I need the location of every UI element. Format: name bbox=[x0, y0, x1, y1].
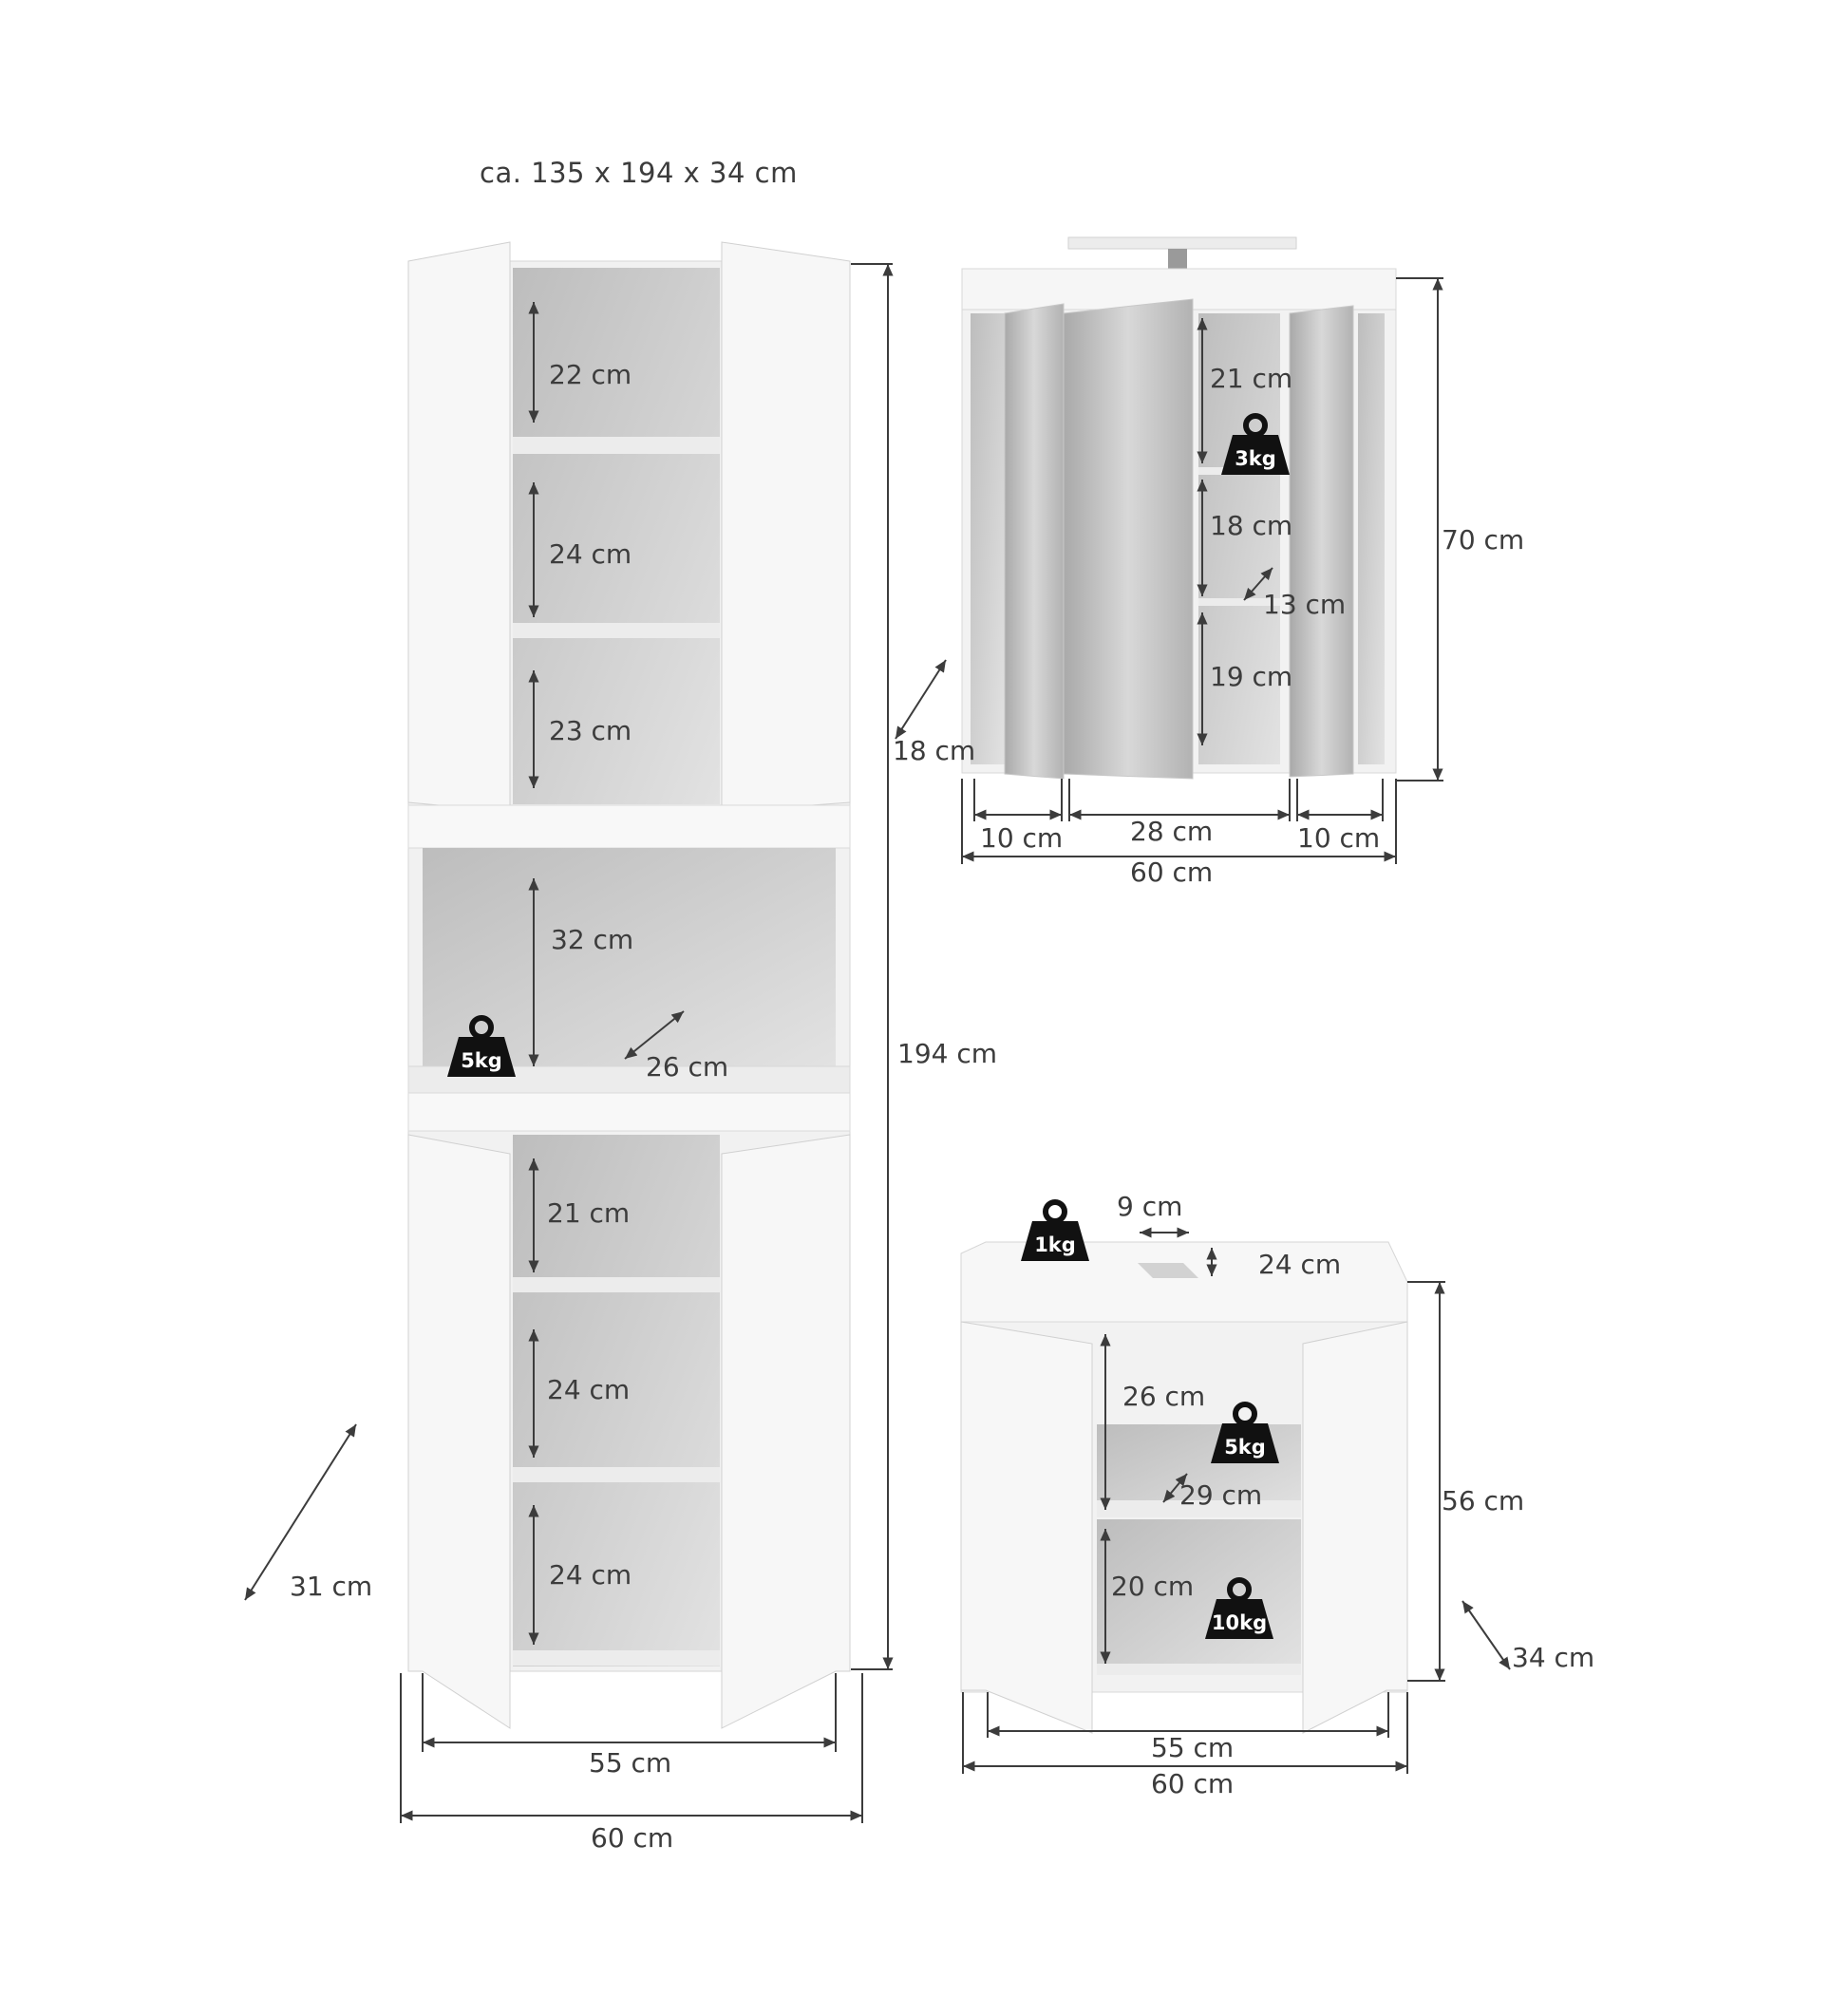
mirror-shelf-2 bbox=[1198, 598, 1280, 606]
label-mirror-28: 28 cm bbox=[1130, 816, 1213, 847]
weight-icon-vanity-1kg: 1kg bbox=[1021, 1202, 1089, 1261]
vanity-unit bbox=[960, 1241, 1408, 1734]
label-vanity-20: 20 cm bbox=[1111, 1571, 1194, 1602]
label-tall-23: 23 cm bbox=[549, 715, 632, 746]
vanity-right-door bbox=[1302, 1321, 1408, 1734]
mirror-cabinet-labels: 21 cm 18 cm 19 cm 13 cm 70 cm 18 cm 10 c… bbox=[893, 363, 1524, 888]
label-mirror-13: 13 cm bbox=[1263, 589, 1346, 620]
label-mirror-10-left: 10 cm bbox=[980, 822, 1063, 854]
tall-cabinet-dimensions bbox=[244, 263, 894, 1823]
label-tall-26: 26 cm bbox=[646, 1051, 728, 1083]
label-vanity-9: 9 cm bbox=[1117, 1191, 1182, 1222]
tall-lower-band bbox=[407, 1092, 851, 1132]
label-tall-24c: 24 cm bbox=[549, 1559, 632, 1591]
overall-dimensions: ca. 135 x 194 x 34 cm bbox=[480, 157, 798, 189]
weight-icon-vanity-10kg: 10kg bbox=[1205, 1580, 1273, 1639]
dim-mirror-18-depth bbox=[895, 659, 947, 740]
tall-lower-interior bbox=[513, 1135, 720, 1666]
vanity-bottom-shelf bbox=[1097, 1664, 1301, 1675]
mirror-right-door bbox=[1289, 305, 1354, 778]
label-vanity-34: 34 cm bbox=[1512, 1642, 1594, 1673]
label-vanity-60: 60 cm bbox=[1151, 1768, 1234, 1799]
label-vanity-5kg: 5kg bbox=[1224, 1436, 1266, 1459]
dim-tall-31 bbox=[244, 1423, 357, 1601]
dim-vanity-29 bbox=[1162, 1473, 1188, 1503]
tall-middle-band bbox=[407, 804, 851, 849]
tall-lower-left-door bbox=[407, 1134, 511, 1729]
label-mirror-21: 21 cm bbox=[1210, 363, 1292, 394]
label-vanity-10kg: 10kg bbox=[1212, 1611, 1267, 1634]
tall-upper-right-door bbox=[721, 241, 851, 813]
label-tall-32: 32 cm bbox=[551, 924, 633, 955]
tall-upper-interior bbox=[513, 268, 720, 804]
mirror-left-door bbox=[1004, 303, 1065, 780]
label-vanity-29: 29 cm bbox=[1179, 1479, 1262, 1511]
dim-vanity-34 bbox=[1461, 1600, 1511, 1670]
vanity-left-door bbox=[960, 1321, 1093, 1734]
weight-icon-vanity-5kg: 5kg bbox=[1211, 1404, 1279, 1463]
dim-tall-26 bbox=[624, 1010, 685, 1060]
label-mirror-10-right: 10 cm bbox=[1297, 822, 1380, 854]
label-tall-31: 31 cm bbox=[290, 1571, 372, 1602]
label-tall-21: 21 cm bbox=[547, 1197, 630, 1229]
label-mirror-18-depth: 18 cm bbox=[893, 735, 975, 766]
tall-cabinet bbox=[407, 241, 851, 1729]
mirror-cabinet bbox=[961, 236, 1397, 780]
label-mirror-3kg: 3kg bbox=[1235, 447, 1276, 470]
mirror-lamp-mount bbox=[1168, 249, 1187, 270]
tall-lower-right-door bbox=[721, 1134, 851, 1729]
label-tall-5kg: 5kg bbox=[461, 1049, 502, 1072]
vanity-shelf bbox=[1097, 1500, 1301, 1517]
vanity-cutout bbox=[1138, 1263, 1198, 1278]
mirror-right-interior bbox=[1358, 313, 1385, 764]
label-vanity-55: 55 cm bbox=[1151, 1732, 1234, 1763]
mirror-left-interior bbox=[971, 313, 1005, 764]
mirror-cabinet-dimensions bbox=[895, 277, 1443, 864]
label-tall-60: 60 cm bbox=[591, 1822, 673, 1854]
tall-shelf-2 bbox=[513, 623, 720, 638]
vanity-unit-dimensions bbox=[962, 1227, 1511, 1774]
mirror-center-door bbox=[1063, 298, 1194, 780]
weight-icon-tall-5kg: 5kg bbox=[447, 1018, 516, 1077]
label-mirror-70: 70 cm bbox=[1442, 524, 1524, 555]
vanity-lower-interior bbox=[1097, 1519, 1301, 1671]
label-vanity-56: 56 cm bbox=[1442, 1485, 1524, 1516]
vanity-unit-labels: 9 cm 24 cm 26 cm 29 cm 20 cm 56 cm 34 cm… bbox=[1021, 1191, 1594, 1799]
dim-mirror-13 bbox=[1243, 567, 1273, 601]
label-mirror-60: 60 cm bbox=[1130, 857, 1213, 888]
mirror-lamp bbox=[1067, 236, 1297, 250]
label-tall-55: 55 cm bbox=[589, 1747, 671, 1779]
label-tall-194: 194 cm bbox=[897, 1038, 997, 1069]
label-vanity-24: 24 cm bbox=[1258, 1249, 1341, 1280]
label-tall-24b: 24 cm bbox=[547, 1374, 630, 1405]
mirror-center-interior bbox=[1198, 313, 1280, 764]
tall-shelf-1 bbox=[513, 437, 720, 454]
label-vanity-1kg: 1kg bbox=[1034, 1233, 1076, 1256]
tall-shelf-5 bbox=[513, 1650, 720, 1666]
weight-icon-mirror-3kg: 3kg bbox=[1221, 416, 1290, 475]
tall-upper-left-door bbox=[407, 241, 511, 813]
tall-cabinet-labels: 22 cm 24 cm 23 cm 32 cm 26 cm 21 cm 24 c… bbox=[290, 359, 997, 1854]
tall-shelf-4 bbox=[513, 1467, 720, 1482]
tall-shelf-3 bbox=[513, 1277, 720, 1292]
label-tall-24a: 24 cm bbox=[549, 538, 632, 570]
label-vanity-26: 26 cm bbox=[1122, 1381, 1205, 1412]
label-tall-22: 22 cm bbox=[549, 359, 632, 390]
label-mirror-19: 19 cm bbox=[1210, 661, 1292, 692]
label-mirror-18: 18 cm bbox=[1210, 510, 1292, 541]
